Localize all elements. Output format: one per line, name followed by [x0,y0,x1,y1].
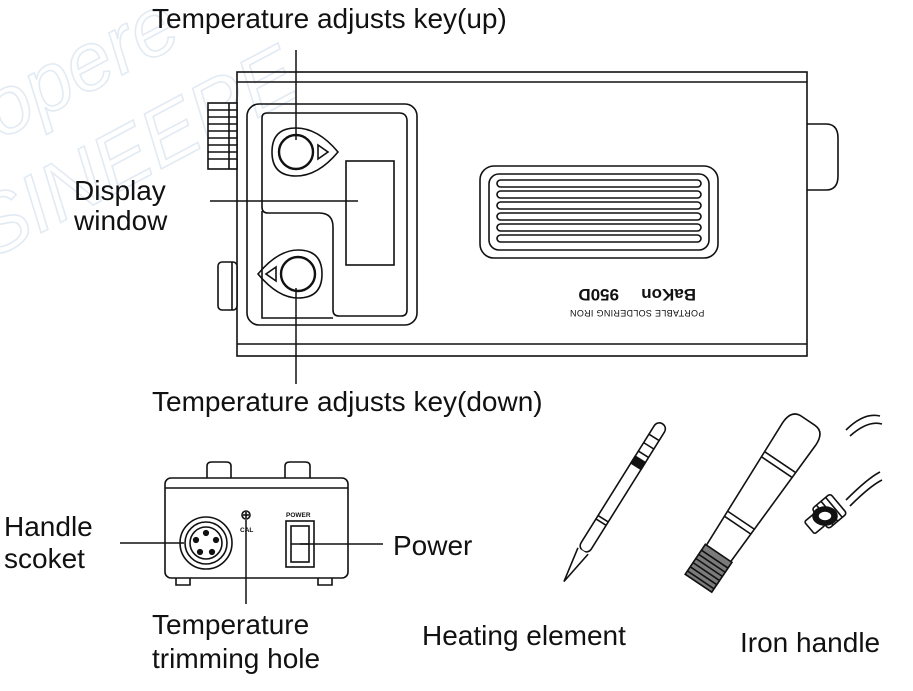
brand-subtitle: PORTABLE SOLDERING IRON [570,308,705,318]
right-knob [807,123,839,191]
label-iron-handle: Iron handle [740,627,880,658]
brand-name: BaKon [641,285,696,304]
label-key-down: Temperature adjusts key(down) [152,386,543,417]
brand-model: 950D [578,285,619,304]
control-panel-inner [261,112,408,317]
temp-down-key[interactable] [256,249,323,299]
label-trimming-2: trimming hole [152,643,320,674]
label-display-2: window [73,205,168,236]
heating-element [563,422,667,583]
label-trimming-1: Temperature [152,609,309,640]
station-top-view [207,71,839,357]
control-panel-outer [246,103,418,326]
vent-grille [479,165,719,259]
label-key-up: Temperature adjusts key(up) [152,3,507,34]
display-window [345,160,395,266]
cal-hole[interactable] [241,510,251,520]
label-handle-socket-1: Handle [4,511,93,542]
brand-plate: PORTABLE SOLDERING IRON BaKon 950D [570,285,705,318]
power-switch-label: POWER [286,512,311,519]
label-display-1: Display [74,175,166,206]
temp-up-key[interactable] [271,127,340,177]
threaded-connector [207,102,238,170]
station-body [236,71,808,357]
side-switch [217,261,238,311]
iron-handle [684,413,883,594]
front-body [164,477,349,579]
station-front-view [164,461,349,586]
label-heating-element: Heating element [422,620,626,651]
handle-socket[interactable] [179,516,233,570]
label-power: Power [393,530,472,561]
label-handle-socket-2: scoket [4,543,85,574]
